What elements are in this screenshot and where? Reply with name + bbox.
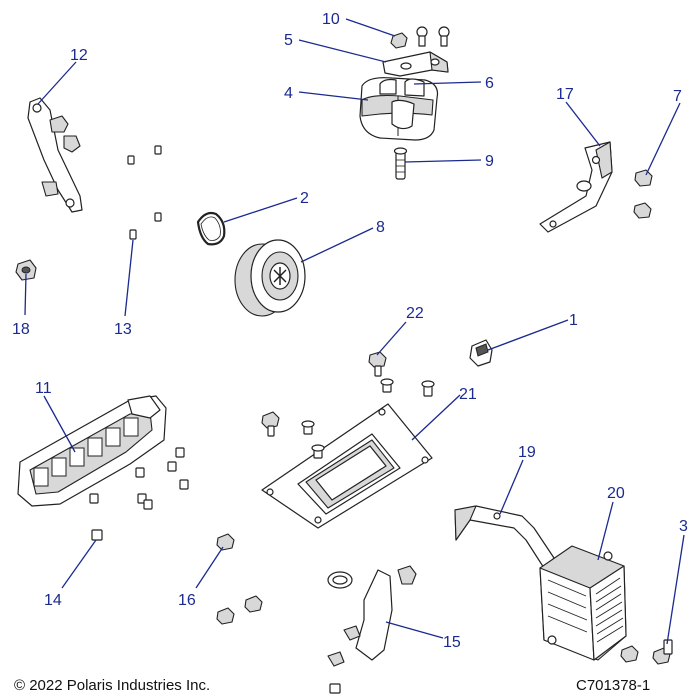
part-8-socket <box>234 239 306 317</box>
callout-14: 14 <box>44 592 62 609</box>
callout-9: 9 <box>485 153 494 170</box>
part-21-plate <box>261 403 433 529</box>
part-12-bracket <box>27 97 83 213</box>
part-18-nut <box>15 259 37 281</box>
part-9-bolt <box>393 147 408 180</box>
figure-id: C701378-1 <box>576 677 650 694</box>
part-20-regulator <box>539 545 627 661</box>
callout-20: 20 <box>607 485 625 502</box>
callout-15: 15 <box>443 634 461 651</box>
part-5-bracket <box>382 51 449 77</box>
callout-4: 4 <box>284 85 293 102</box>
part-1-clip <box>469 339 493 367</box>
callout-21: 21 <box>459 386 477 403</box>
part-15-bracket <box>327 565 417 694</box>
callout-22: 22 <box>406 305 424 322</box>
part-3-bolts <box>620 639 673 665</box>
copyright-text: © 2022 Polaris Industries Inc. <box>14 677 210 694</box>
callout-3: 3 <box>679 518 688 535</box>
callout-5: 5 <box>284 32 293 49</box>
callout-17: 17 <box>556 86 574 103</box>
callout-8: 8 <box>376 219 385 236</box>
part-13-screws <box>127 145 162 240</box>
part-19-bracket <box>454 505 555 569</box>
part-2-ring <box>196 211 226 246</box>
part-bolts-top <box>416 26 450 47</box>
part-7-bolt <box>633 169 653 219</box>
callout-19: 19 <box>518 444 536 461</box>
callout-7: 7 <box>673 88 682 105</box>
callout-16: 16 <box>178 592 196 609</box>
callout-11: 11 <box>35 380 52 397</box>
leader-lines <box>24 18 685 645</box>
part-11-fuse-block <box>17 395 167 507</box>
part-10-nut <box>390 32 408 49</box>
part-4-holder <box>359 77 439 141</box>
part-17-bracket <box>539 141 613 233</box>
callout-1: 1 <box>569 312 578 329</box>
callout-6: 6 <box>485 75 494 92</box>
callout-numbers: 10 5 4 6 9 12 17 7 2 8 18 13 1 22 21 11 … <box>12 11 688 651</box>
part-plate-screws <box>261 411 325 459</box>
part-16-nuts <box>216 533 263 625</box>
callout-13: 13 <box>114 321 132 338</box>
part-screws-left <box>89 447 189 541</box>
callout-10: 10 <box>322 11 340 28</box>
part-22-screws <box>368 351 435 397</box>
callout-12: 12 <box>70 47 88 64</box>
callout-2: 2 <box>300 190 309 207</box>
callout-18: 18 <box>12 321 30 338</box>
